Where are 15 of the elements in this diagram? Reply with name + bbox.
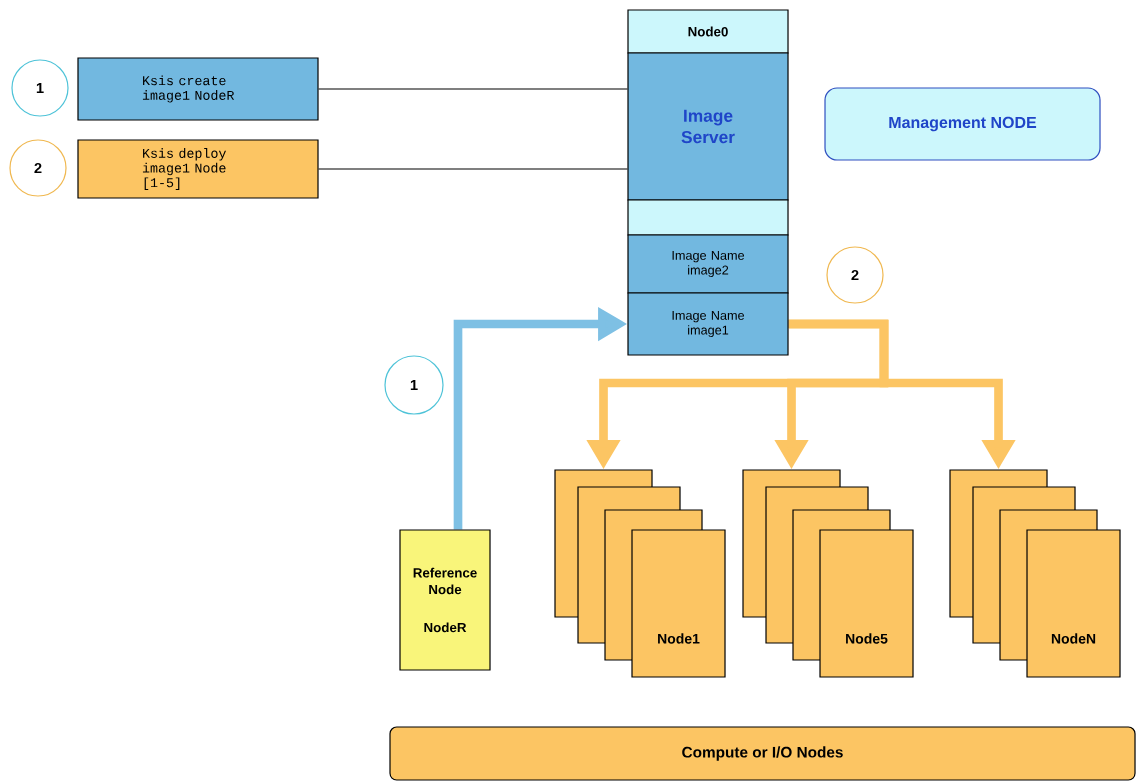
reference-node-box: Reference Node NodeR [399,529,491,671]
command-box: Ksis deploy image1 Node [1-5] [77,139,319,199]
node-card: NodeN [1026,529,1121,678]
compute-nodes-bar: Compute or I/O Nodes [389,726,1136,781]
image-cell: Image Name image2 [627,234,789,294]
connector-line [318,168,628,170]
management-box: Management NODE [824,87,1101,161]
connector-line [318,88,628,90]
node-card: Node5 [819,529,914,678]
node-card: Node1 [631,529,726,678]
empty-cell [627,199,789,236]
server-header-cell: Node0 [627,9,789,54]
image-cell: Image Name image1 [627,292,789,356]
command-box: Ksis create image1 NodeR [77,57,319,121]
image-server-cell: Image Server [627,52,789,201]
